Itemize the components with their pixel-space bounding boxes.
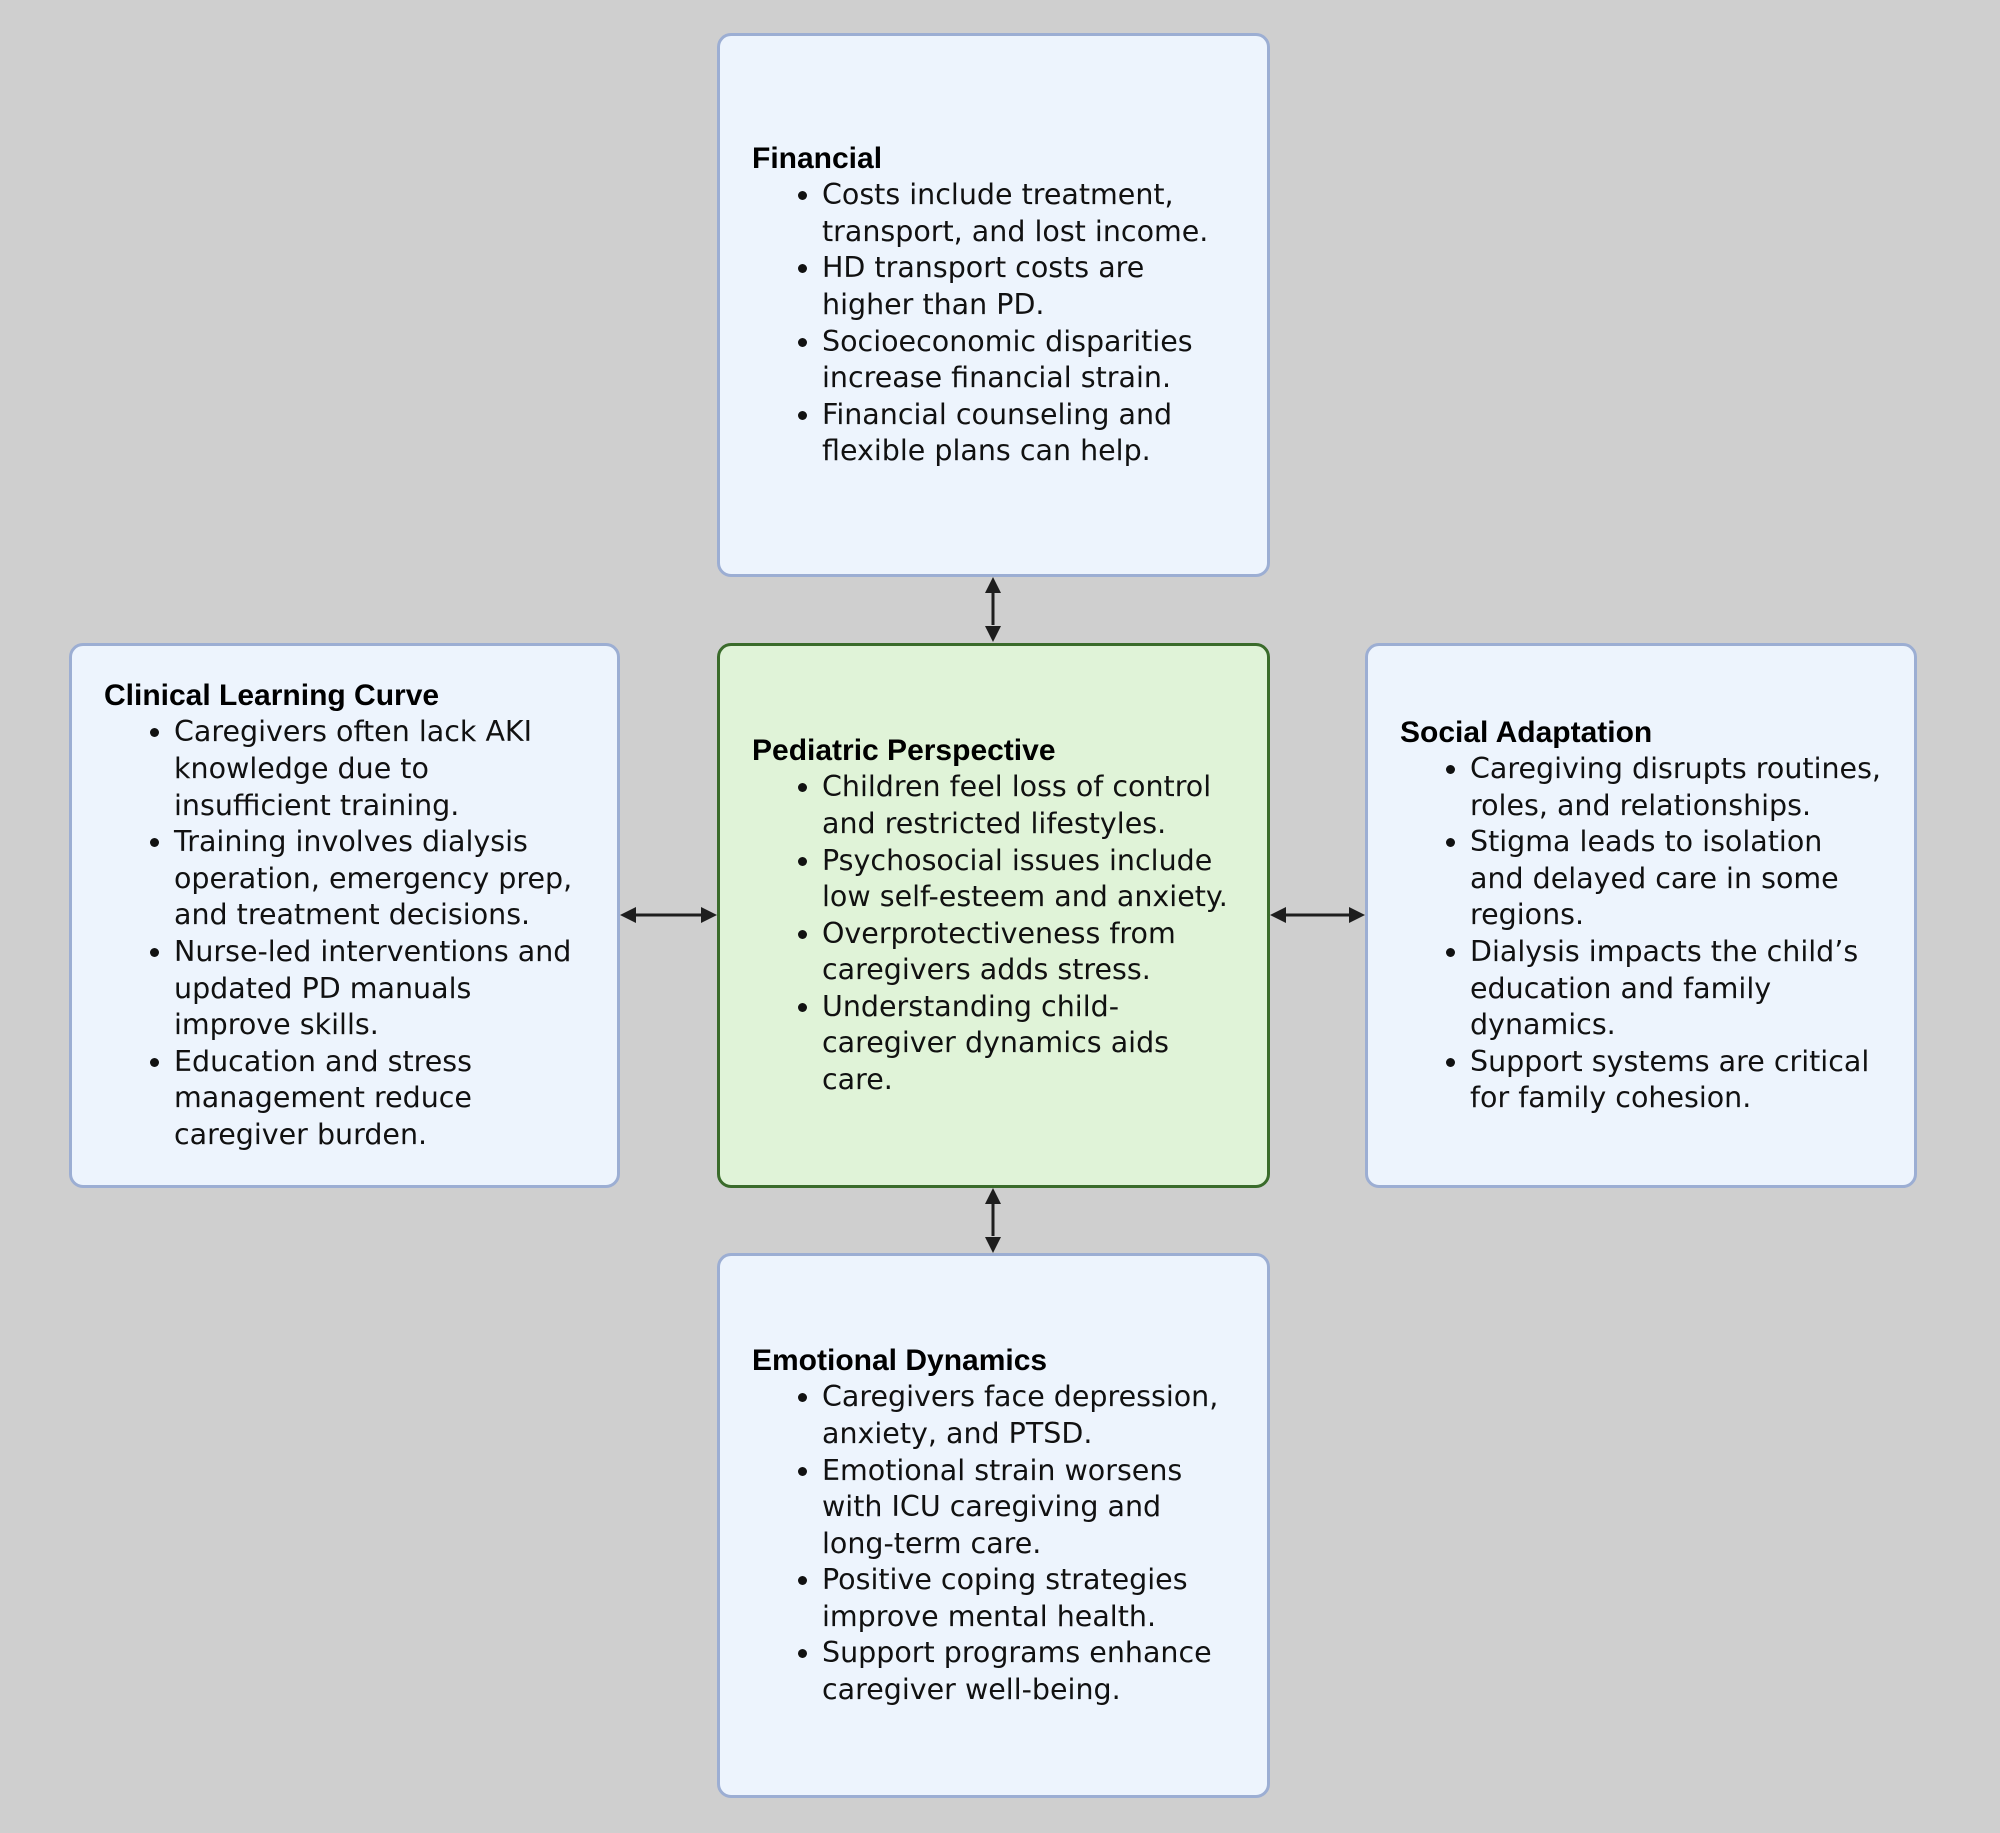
node-title: Pediatric Perspective xyxy=(752,734,1056,768)
bullet-list: Costs include treatment, transport, and … xyxy=(752,177,1237,470)
node-financial: Financial Costs include treatment, trans… xyxy=(717,33,1270,577)
list-item: Dialysis impacts the child’s education a… xyxy=(1470,934,1884,1044)
bullet-list: Caregivers face depression, anxiety, and… xyxy=(752,1379,1237,1708)
list-item: Socioeconomic disparities increase finan… xyxy=(822,324,1237,397)
list-item: Stigma leads to isolation and delayed ca… xyxy=(1470,824,1884,934)
list-item: Understanding child-caregiver dynamics a… xyxy=(822,989,1237,1099)
edge-center-right xyxy=(1270,907,1365,923)
list-item: Costs include treatment, transport, and … xyxy=(822,177,1237,250)
list-item: Nurse-led interventions and updated PD m… xyxy=(174,934,587,1044)
node-clinical-learning-curve: Clinical Learning Curve Caregivers often… xyxy=(69,643,620,1188)
list-item: HD transport costs are higher than PD. xyxy=(822,250,1237,323)
node-title: Emotional Dynamics xyxy=(752,1344,1048,1378)
node-emotional-dynamics: Emotional Dynamics Caregivers face depre… xyxy=(717,1253,1270,1798)
edge-center-top xyxy=(985,577,1001,642)
node-social-adaptation: Social Adaptation Caregiving disrupts ro… xyxy=(1365,643,1917,1188)
bullet-list: Caregivers often lack AKI knowledge due … xyxy=(104,714,587,1153)
node-pediatric-perspective: Pediatric Perspective Children feel loss… xyxy=(717,643,1270,1188)
list-item: Overprotectiveness from caregivers adds … xyxy=(822,916,1237,989)
edge-center-bottom xyxy=(985,1188,1001,1253)
bullet-list: Caregiving disrupts routines, roles, and… xyxy=(1400,751,1884,1117)
list-item: Children feel loss of control and restri… xyxy=(822,769,1237,842)
node-title: Financial xyxy=(752,142,883,176)
list-item: Support systems are critical for family … xyxy=(1470,1044,1884,1117)
node-title: Social Adaptation xyxy=(1400,716,1653,750)
list-item: Caregivers face depression, anxiety, and… xyxy=(822,1379,1237,1452)
list-item: Support programs enhance caregiver well-… xyxy=(822,1635,1237,1708)
edge-center-left xyxy=(620,907,717,923)
node-title: Clinical Learning Curve xyxy=(104,679,440,713)
list-item: Emotional strain worsens with ICU caregi… xyxy=(822,1453,1237,1563)
list-item: Training involves dialysis operation, em… xyxy=(174,824,587,934)
list-item: Positive coping strategies improve menta… xyxy=(822,1562,1237,1635)
list-item: Education and stress management reduce c… xyxy=(174,1044,587,1154)
list-item: Financial counseling and flexible plans … xyxy=(822,397,1237,470)
bullet-list: Children feel loss of control and restri… xyxy=(752,769,1237,1098)
list-item: Caregiving disrupts routines, roles, and… xyxy=(1470,751,1884,824)
list-item: Psychosocial issues include low self-est… xyxy=(822,843,1237,916)
list-item: Caregivers often lack AKI knowledge due … xyxy=(174,714,587,824)
